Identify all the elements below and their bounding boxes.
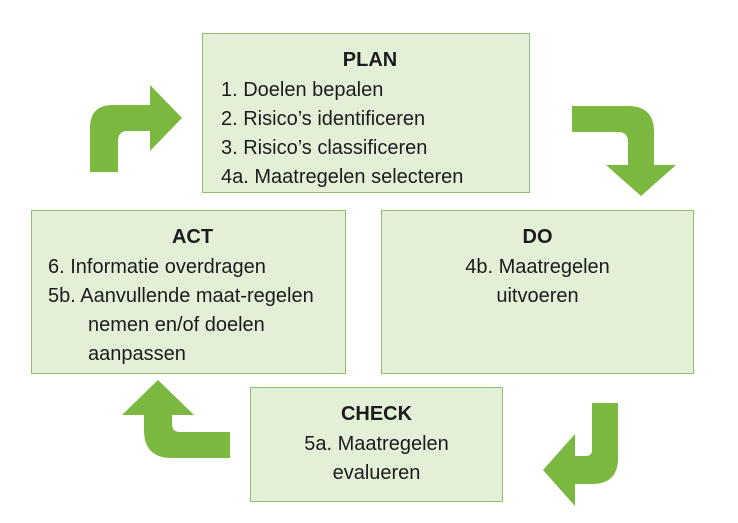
- act-item: 6. Informatie overdragen: [48, 256, 266, 278]
- act-item: 5b. Aanvullende maat-regelen nemen en/of…: [48, 285, 314, 365]
- check-line: 5a. Maatregelen: [304, 433, 449, 455]
- do-line: 4b. Maatregelen: [465, 256, 610, 278]
- check-title: CHECK: [340, 403, 413, 425]
- act-box: ACT 6. Informatie overdragen 5b. Aanvull…: [31, 210, 346, 374]
- plan-item: 2. Risico’s identificeren: [221, 108, 426, 130]
- do-line: uitvoeren: [496, 285, 579, 307]
- plan-item: 4a. Maatregelen selecteren: [221, 166, 464, 188]
- plan-title: PLAN: [342, 49, 398, 71]
- check-line: evalueren: [332, 462, 421, 484]
- plan-item: 1. Doelen bepalen: [221, 79, 384, 101]
- do-box: DO 4b. Maatregelen uitvoeren: [381, 210, 694, 374]
- plan-box: PLAN 1. Doelen bepalen 2. Risico’s ident…: [202, 33, 530, 193]
- do-title: DO: [522, 226, 553, 248]
- check-box: CHECK 5a. Maatregelen evalueren: [250, 387, 503, 502]
- plan-item: 3. Risico’s classificeren: [221, 137, 428, 159]
- act-title: ACT: [171, 226, 214, 248]
